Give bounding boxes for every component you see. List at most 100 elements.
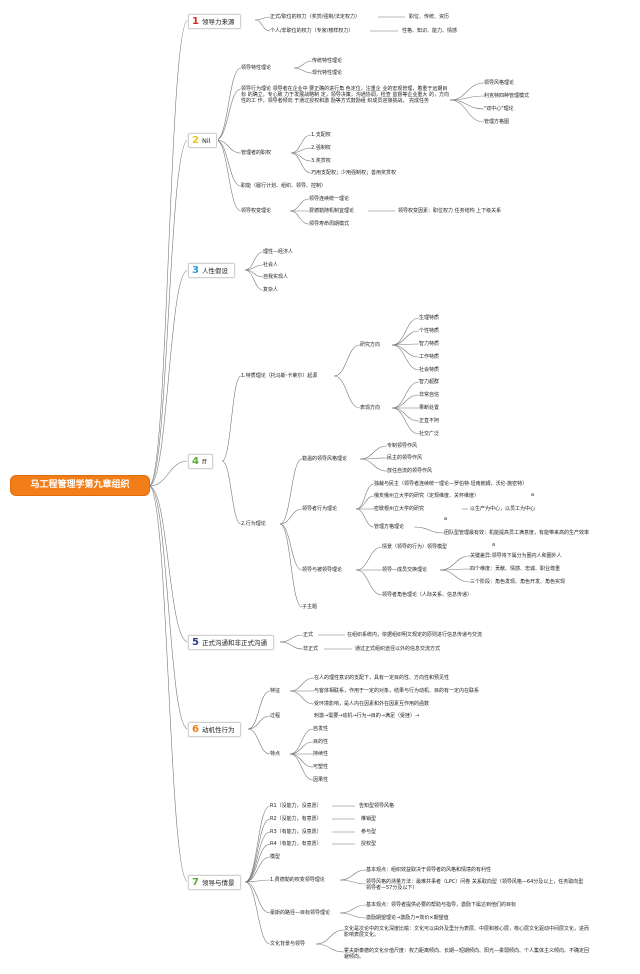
leaf: 子主题 — [302, 604, 318, 610]
leaf: 基本观点：组织效益取决于领导者的风格和情境的有利性 — [366, 867, 492, 873]
connector-line — [244, 843, 271, 883]
leaf: 霍夫斯泰德的文化价值尺度：权力距离倾向、长期—短期倾向、阳光—柔弱倾向、个人集体… — [344, 948, 590, 960]
connector-line — [449, 95, 485, 101]
leaf: 领导权变理论 — [241, 208, 272, 214]
connector-line — [339, 879, 367, 885]
section-number: 5 — [192, 637, 199, 648]
leaf: a — [492, 542, 496, 548]
connector-line — [290, 134, 312, 154]
section-title: 领导与情景 — [201, 879, 235, 887]
leaf: R1（没能力，没意愿） — [270, 803, 322, 809]
leaf: "双中心"理论 — [484, 106, 514, 112]
connector-line — [391, 394, 420, 409]
leaf: 1.费德勒的权变领导理论 — [270, 877, 325, 883]
connector-line — [148, 19, 189, 487]
section-number: 4 — [192, 456, 199, 467]
connector-line — [279, 523, 303, 608]
leaf: 管理方格理论 — [374, 524, 405, 530]
connector-line — [413, 526, 445, 534]
leaf: 关键差异:领导将下属分为圈内人和圈外人 — [470, 553, 562, 559]
connector-line — [391, 407, 420, 435]
leaf: 专制领导作风 — [387, 443, 418, 449]
connector-line — [247, 728, 271, 755]
connector-line — [391, 344, 420, 358]
leaf: 在人的理性意识的支配下，具有一定目的性、方向性和预见性 — [314, 675, 450, 681]
connector-line — [293, 60, 313, 69]
connector-line — [247, 715, 271, 730]
leaf: 领导行为理论 领导者在企业中 要正确的进行角 色定位，注重企 业的宏观管理，着重… — [241, 86, 449, 104]
root-node[interactable]: 马工程管理学第九章组织 — [11, 476, 149, 495]
section-title: ff — [201, 458, 207, 466]
leaf: R2（没能力，有意愿） — [270, 816, 322, 822]
connector-line — [355, 495, 375, 510]
leaf: R3（有能力，没意愿） — [270, 829, 322, 835]
leaf: 传统特性理论 — [312, 58, 343, 64]
connector-line — [439, 569, 471, 583]
connector-line — [449, 82, 485, 101]
connector-line — [148, 485, 189, 730]
connector-line — [293, 67, 313, 74]
connector-line — [244, 881, 271, 945]
connector-line — [391, 317, 420, 346]
leaf: 个人/非职位的权力（专家/榜样权力） — [270, 28, 354, 34]
leaf: R4（有能力，有意愿） — [270, 841, 322, 847]
leaf: 表现方向 — [360, 405, 381, 411]
connector-line — [279, 641, 304, 650]
section-title: 人性假设 — [201, 267, 228, 275]
connector-line — [254, 16, 271, 21]
connector-line — [215, 139, 242, 187]
leaf: 领导特性理论 — [241, 65, 272, 71]
leaf: 非常自信 — [419, 392, 440, 398]
section-number: 6 — [192, 724, 199, 735]
leaf: 俄亥俄州立大学的研究（定规维度、关怀维度） — [374, 493, 480, 499]
leaf: 自发性 — [313, 726, 329, 732]
leaf: 独裁与民主（领导者连续统一理论—罗伯特·坦南鲍姆，沃伦·施密特） — [374, 481, 528, 487]
connector-line — [290, 152, 312, 162]
leaf: 领导风格的测量方法：最难共事者（LPC）问卷 关系取向型（领导风格—64分及以上… — [366, 879, 584, 891]
connector-line — [244, 264, 264, 271]
leaf: 以生产为中心，以员工为中心 — [470, 506, 536, 512]
leaf: 领导权变因素：职位权力 任务结构 上下级关系 — [398, 208, 502, 214]
leaf: 生理特质 — [419, 315, 440, 321]
leaf: 职能（履行计划、组织、领导、控制） — [241, 183, 327, 189]
connector-line — [339, 869, 367, 881]
connector-line — [244, 879, 271, 883]
connector-line — [215, 139, 242, 154]
connector-line — [339, 904, 367, 914]
connector-line — [391, 381, 420, 409]
connector-line — [289, 741, 314, 755]
leaf: 2.行为理论 — [241, 521, 266, 527]
leaf: 复杂人 — [263, 287, 279, 293]
connector-line — [148, 485, 189, 643]
connector-line — [355, 508, 375, 528]
leaf: 现代特性理论 — [312, 70, 343, 76]
connector-line — [289, 753, 314, 781]
leaf: 理性—经济人 — [263, 249, 294, 255]
leaf: 2.强制权 — [311, 145, 331, 151]
leaf: 目的性 — [313, 739, 329, 745]
leaf: 密歇根州立大学的研究 — [374, 506, 425, 512]
connector-line — [449, 99, 485, 110]
connector-line — [339, 912, 367, 919]
connector-line — [315, 943, 345, 953]
leaf: 模型 — [270, 854, 281, 860]
connector-line — [221, 460, 242, 525]
connector-line — [289, 198, 310, 212]
connector-line — [279, 634, 304, 643]
connector-line — [391, 343, 420, 346]
connector-line — [355, 569, 383, 596]
leaf: 基本观点：领导者提供必要的帮助与指导，激励下属达到他们的目标 — [366, 902, 517, 908]
connector-line — [148, 269, 189, 487]
connector-line — [315, 929, 345, 945]
leaf: 豪斯的路径—目标领导理论 — [270, 910, 331, 916]
leaf: 推销型 — [361, 816, 377, 822]
connector-line — [289, 690, 315, 705]
leaf: 激励期望理论→激励力=效价×期望值 — [366, 915, 449, 921]
